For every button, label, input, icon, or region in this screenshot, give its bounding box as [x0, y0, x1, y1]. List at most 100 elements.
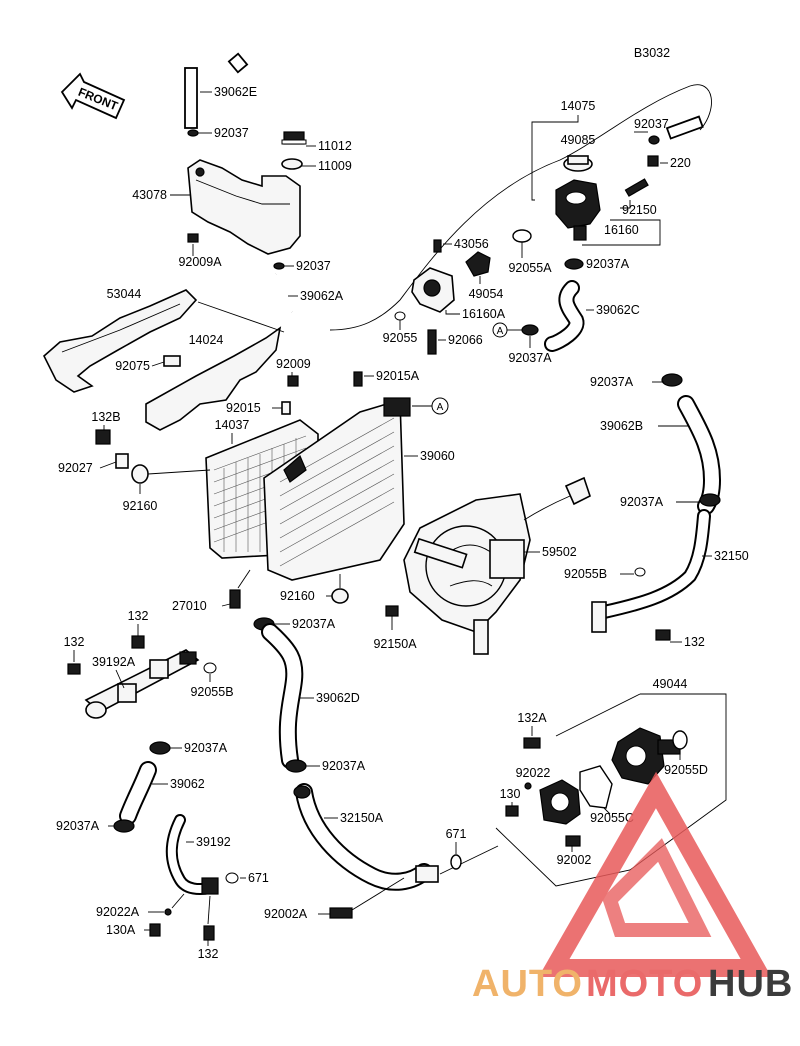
- bolt-130: [505, 805, 519, 817]
- label-49085: 49085: [561, 133, 596, 147]
- label-39062a: 39062A: [300, 289, 344, 303]
- label-14075: 14075: [561, 99, 596, 113]
- label-92037a-8: 92037A: [322, 759, 366, 773]
- bolt-92009: [287, 375, 299, 387]
- label-671-left: 671: [248, 871, 269, 885]
- label-92009: 92009: [276, 357, 311, 371]
- side-plate-14024: [145, 326, 282, 431]
- watermark-text: AUTO MOTO HUB: [472, 963, 792, 1005]
- circle-ref-a-top: A: [492, 322, 508, 338]
- label-27010: 27010: [172, 599, 207, 613]
- bolt-92002: [565, 835, 581, 847]
- label-92066: 92066: [448, 333, 483, 347]
- clamp-92037a-8: [285, 759, 307, 773]
- o-ring-92055b-left: [203, 662, 217, 674]
- sensor-43056: [433, 239, 442, 253]
- front-arrow-icon: FRONT: [60, 72, 126, 120]
- label-92002a: 92002A: [264, 907, 308, 921]
- washer-92022a: [164, 908, 172, 916]
- bolt-92002a: [329, 907, 353, 919]
- thermo-switch-49054: [465, 251, 491, 277]
- gasket-92055c: [579, 765, 613, 809]
- label-92037-top: 92037: [214, 126, 249, 140]
- label-220: 220: [670, 156, 691, 170]
- label-16160: 16160: [604, 223, 639, 237]
- label-92002: 92002: [557, 853, 592, 867]
- label-16160a: 16160A: [462, 307, 506, 321]
- label-39062: 39062: [170, 777, 205, 791]
- o-ring-92055a: [512, 229, 532, 243]
- label-671-mid: 671: [446, 827, 467, 841]
- sensor-92066: [427, 329, 437, 355]
- svg-text:A: A: [437, 402, 444, 413]
- pump-cover: [539, 779, 581, 825]
- clamp-92037a-7: [113, 819, 135, 833]
- circle-ref-a-mid: A: [412, 397, 449, 415]
- label-132b: 132B: [91, 410, 120, 424]
- bolt-92150: [624, 178, 649, 197]
- label-92075: 92075: [115, 359, 150, 373]
- label-92160-mid: 92160: [280, 589, 315, 603]
- bolt-132-c: [203, 925, 215, 941]
- o-ring-92055b-right: [634, 567, 646, 577]
- label-49054: 49054: [469, 287, 504, 301]
- label-92037a-1: 92037A: [586, 257, 630, 271]
- label-92160-left: 92160: [123, 499, 158, 513]
- water-pump-housing: [611, 727, 681, 785]
- reservoir-cap-11012: [281, 131, 307, 145]
- label-132-b: 132: [64, 635, 85, 649]
- watermark-triangle: [538, 771, 772, 977]
- o-ring-671-mid: [450, 854, 462, 870]
- label-92150: 92150: [622, 203, 657, 217]
- watermark-logo: [538, 771, 772, 977]
- label-11009: 11009: [318, 159, 352, 173]
- label-92022: 92022: [516, 766, 551, 780]
- label-92009a: 92009A: [178, 255, 222, 269]
- label-92055b-left: 92055B: [190, 685, 233, 699]
- grommet-92075: [163, 355, 181, 367]
- label-92037a-6: 92037A: [184, 741, 228, 755]
- diagram-code: B3032: [634, 46, 670, 60]
- bolt-132a: [523, 737, 541, 749]
- pipe-32150a-end: [293, 785, 311, 799]
- clamp-92037: [187, 129, 199, 137]
- pipe-16160: [573, 225, 587, 241]
- water-pipe-39192a: [84, 649, 200, 719]
- label-39062b: 39062B: [600, 419, 643, 433]
- label-11012: 11012: [318, 139, 352, 153]
- o-ring-92055: [394, 311, 406, 321]
- bracket-92015: [281, 401, 291, 415]
- hose-39062e: [184, 52, 249, 129]
- label-39060: 39060: [420, 449, 455, 463]
- label-92037a-7: 92037A: [56, 819, 100, 833]
- collar-92027: [115, 453, 129, 469]
- bolt-92009a: [187, 233, 199, 243]
- bracket-92015a: [353, 371, 363, 387]
- label-39192: 39192: [196, 835, 231, 849]
- radiator-cap-49085: [563, 155, 593, 172]
- reservoir-tank-43078: [187, 159, 301, 255]
- pipe-32150-end: [591, 601, 607, 633]
- label-92055b-right: 92055B: [564, 567, 607, 581]
- overflow-line: [329, 84, 712, 331]
- o-ring-92055d: [672, 730, 688, 750]
- label-92055a: 92055A: [508, 261, 552, 275]
- label-43056: 43056: [454, 237, 489, 251]
- label-39192a: 39192A: [92, 655, 136, 669]
- label-39062e: 39062E: [214, 85, 257, 99]
- label-130: 130: [500, 787, 521, 801]
- clamp-92037a-3: [661, 373, 683, 387]
- clamp-92037a-1: [564, 258, 584, 270]
- label-132-a: 132: [128, 609, 149, 623]
- label-92037-tr: 92037: [634, 117, 669, 131]
- label-92037a-2: 92037A: [508, 351, 552, 365]
- svg-text:A: A: [497, 326, 504, 337]
- clamp-92037a-2: [521, 324, 539, 336]
- label-59502: 59502: [542, 545, 577, 559]
- label-92015a: 92015A: [376, 369, 420, 383]
- clamp-92037a-4: [699, 493, 721, 507]
- thermostat-housing: [555, 179, 601, 229]
- label-130a: 130A: [106, 923, 136, 937]
- clamp-92037-tank: [273, 262, 285, 270]
- label-92037a-3: 92037A: [590, 375, 634, 389]
